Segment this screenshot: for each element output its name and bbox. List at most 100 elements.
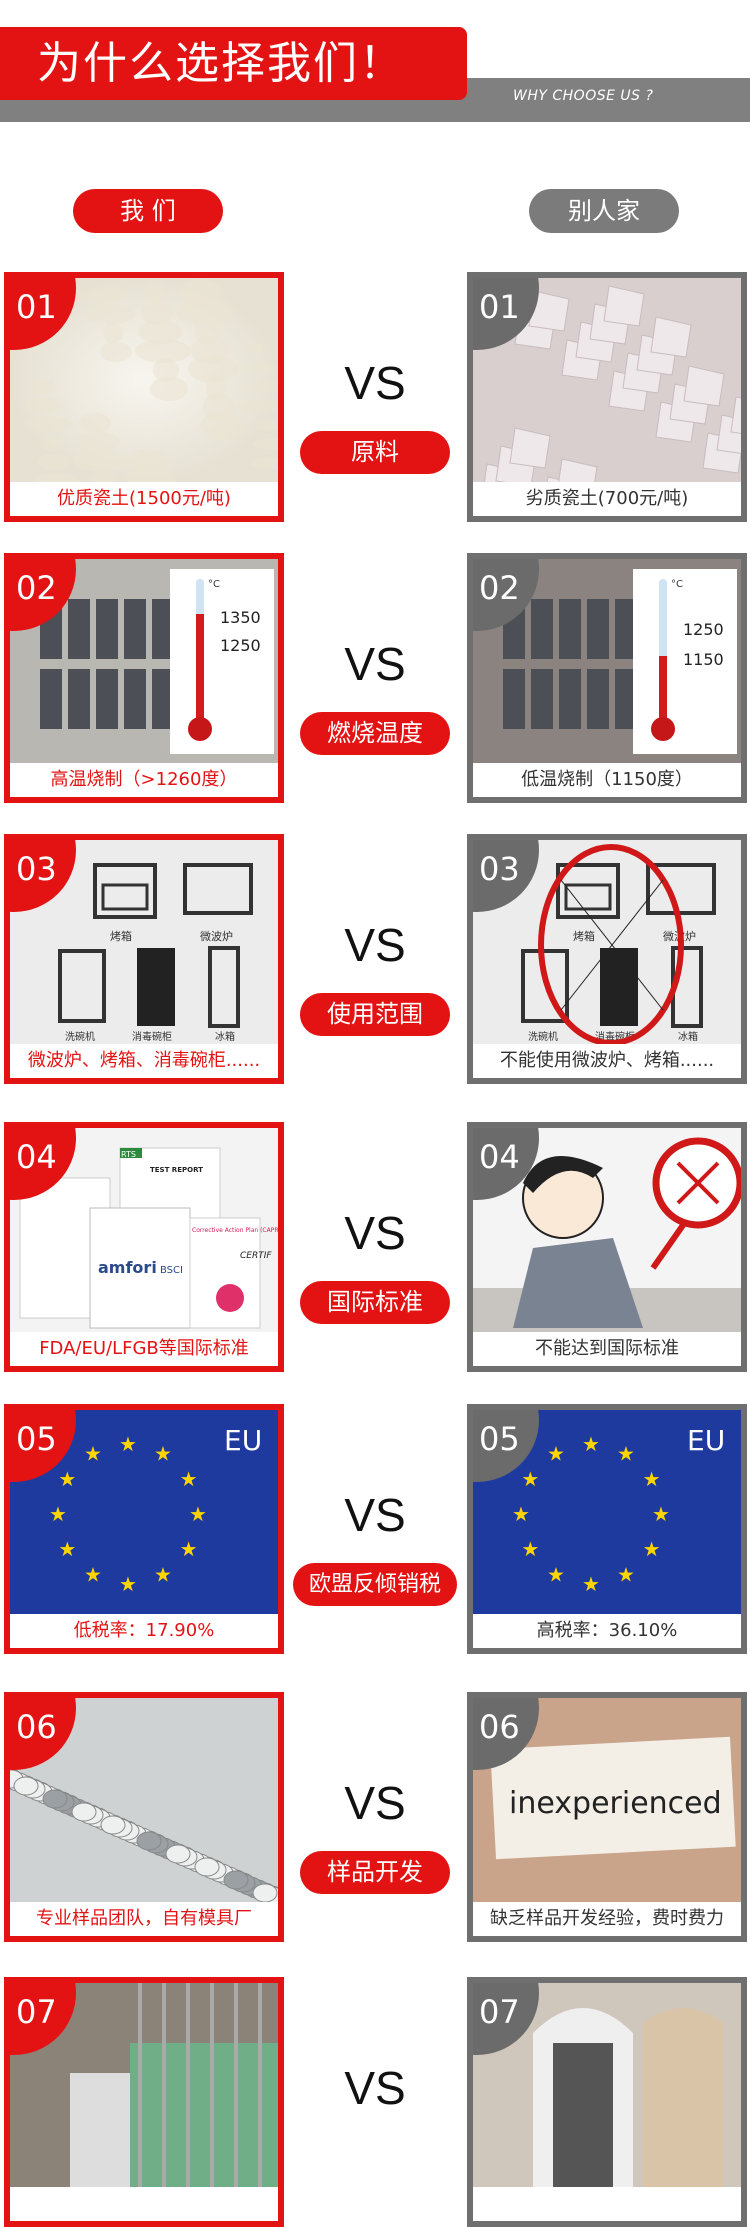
others-caption <box>473 2187 741 2221</box>
others-card: inexperienced 06 缺乏样品开发经验，费时费力 <box>467 1692 747 1942</box>
our-caption: 微波炉、烤箱、消毒碗柜...... <box>27 1050 261 1071</box>
svg-text:★: ★ <box>521 1537 539 1561</box>
badge-number: 03 <box>16 850 57 888</box>
image-text: CERTIF <box>240 1251 272 1261</box>
image-text: EU <box>224 1424 262 1457</box>
svg-text:★: ★ <box>643 1467 661 1491</box>
image-text: 冰箱 <box>678 1030 698 1043</box>
badge-number: 03 <box>479 850 520 888</box>
badge-number: 05 <box>479 1420 520 1458</box>
others-card: 04 不能达到国际标准 <box>467 1122 747 1372</box>
vs-text: VS <box>344 1489 406 1541</box>
badge-number: 04 <box>16 1138 57 1176</box>
page-subtitle: WHY CHOOSE US ? <box>513 88 654 104</box>
image-text: inexperienced <box>509 1786 722 1821</box>
comparison-row: 07 VS 07 <box>0 1977 750 2227</box>
badge-number: 07 <box>16 1993 57 2031</box>
image-text: 消毒碗柜 <box>132 1030 172 1043</box>
comparison-row: 烤箱微波炉洗碗机消毒碗柜冰箱 03 微波炉、烤箱、消毒碗柜...... VS 使… <box>0 834 750 1084</box>
thermometer-panel <box>633 569 737 754</box>
eu-flag-image: ★★★★★★★★★★★★EU <box>473 1410 741 1614</box>
us-label: 我 们 <box>73 189 223 233</box>
others-image: 烤箱微波炉洗碗机消毒碗柜冰箱 <box>473 840 741 1044</box>
svg-text:★: ★ <box>119 1572 137 1596</box>
thermometer-fill <box>196 614 204 719</box>
others-image: inexperienced <box>473 1698 741 1902</box>
others-image: ★★★★★★★★★★★★EU <box>473 1410 741 1614</box>
others-caption: 劣质瓷土(700元/吨) <box>525 488 689 509</box>
badge-number: 06 <box>16 1708 57 1746</box>
badge-number: 04 <box>479 1138 520 1176</box>
others-caption: 缺乏样品开发经验，费时费力 <box>490 1908 724 1929</box>
svg-text:★: ★ <box>547 1441 565 1465</box>
others-caption: 低温烧制（1150度） <box>521 769 693 790</box>
others-card: ★★★★★★★★★★★★EU 05 高税率：36.10% <box>467 1404 747 1654</box>
category-label: 国际标准 <box>300 1281 450 1324</box>
vs-text: VS <box>344 1207 406 1259</box>
image-text: 冰箱 <box>215 1030 235 1043</box>
others-caption: 不能使用微波炉、烤箱...... <box>499 1050 715 1071</box>
our-card: 07 <box>4 1977 284 2227</box>
others-caption: 不能达到国际标准 <box>535 1338 679 1359</box>
svg-text:★: ★ <box>512 1502 530 1526</box>
page-title: 为什么选择我们！ <box>0 27 467 100</box>
image-text: °C <box>208 579 220 590</box>
vs-text: VS <box>344 638 406 690</box>
image-text: 洗碗机 <box>528 1030 558 1043</box>
number-badge: 02 <box>473 559 539 631</box>
svg-text:★: ★ <box>180 1537 198 1561</box>
comparison-row: 06 专业样品团队，自有模具厂 VS 样品开发 inexperienced 06… <box>0 1692 750 1942</box>
inexperienced-card-image: inexperienced <box>473 1698 741 1902</box>
number-badge: 05 <box>10 1410 76 1482</box>
badge-number: 01 <box>479 288 520 326</box>
svg-text:★: ★ <box>84 1563 102 1587</box>
svg-text:★: ★ <box>119 1432 137 1456</box>
svg-text:★: ★ <box>180 1467 198 1491</box>
badge-number: 06 <box>479 1708 520 1746</box>
number-badge: 07 <box>10 1983 76 2055</box>
image-text: amfori <box>98 1258 157 1277</box>
svg-text:★: ★ <box>154 1441 172 1465</box>
svg-text:★: ★ <box>617 1441 635 1465</box>
our-caption: 高温烧制（>1260度） <box>50 769 238 790</box>
svg-text:★: ★ <box>652 1502 670 1526</box>
image-text: °C <box>671 579 683 590</box>
svg-text:★: ★ <box>58 1537 76 1561</box>
badge-number: 02 <box>479 569 520 607</box>
category-label: 燃烧温度 <box>300 712 450 755</box>
others-card: 烤箱微波炉洗碗机消毒碗柜冰箱 03 不能使用微波炉、烤箱...... <box>467 834 747 1084</box>
category-label: 欧盟反倾销税 <box>293 1563 457 1606</box>
vs-text: VS <box>344 1777 406 1829</box>
thermometer-fill <box>659 656 667 719</box>
image-text: 1250 <box>220 636 261 655</box>
badge-number: 01 <box>16 288 57 326</box>
prohibited-circle <box>538 844 684 1044</box>
svg-text:★: ★ <box>582 1572 600 1596</box>
image-text: 烤箱 <box>573 929 595 943</box>
our-card: 06 专业样品团队，自有模具厂 <box>4 1692 284 1942</box>
svg-text:★: ★ <box>189 1502 207 1526</box>
svg-text:★: ★ <box>643 1537 661 1561</box>
image-text: 1350 <box>220 608 261 627</box>
others-card: 07 <box>467 1977 747 2227</box>
thermometer-panel <box>170 569 274 754</box>
others-card: 01 劣质瓷土(700元/吨) <box>467 272 747 522</box>
our-caption: 优质瓷土(1500元/吨) <box>57 488 231 509</box>
image-text: TEST REPORT <box>150 1166 203 1174</box>
others-caption: 高税率：36.10% <box>536 1620 678 1641</box>
our-caption <box>10 2187 278 2221</box>
svg-text:★: ★ <box>58 1467 76 1491</box>
image-text: BSCI <box>160 1265 183 1276</box>
badge-number: 07 <box>479 1993 520 2031</box>
sample-warehouse-image <box>10 1698 278 1902</box>
image-text: RTS <box>121 1150 136 1159</box>
svg-text:★: ★ <box>547 1563 565 1587</box>
our-card: 烤箱微波炉洗碗机消毒碗柜冰箱 03 微波炉、烤箱、消毒碗柜...... <box>4 834 284 1084</box>
image-text: 洗碗机 <box>65 1030 95 1043</box>
category-label: 使用范围 <box>300 993 450 1036</box>
svg-text:★: ★ <box>582 1432 600 1456</box>
